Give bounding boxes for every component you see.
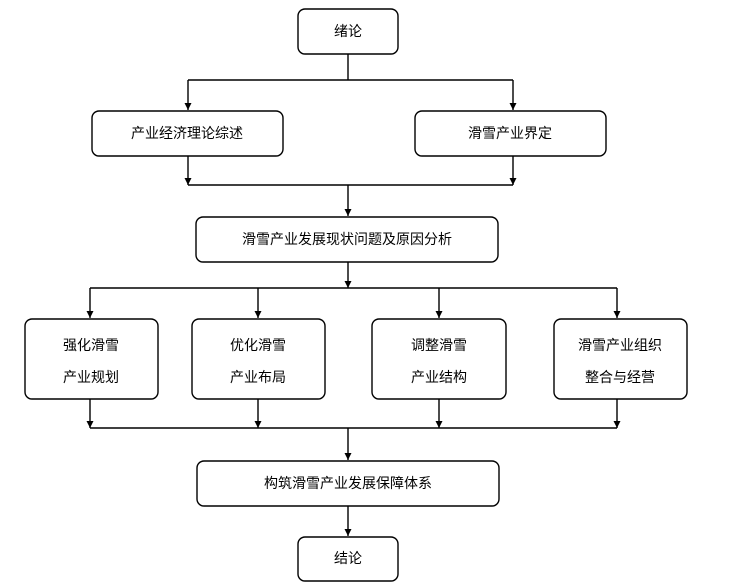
node-intro: 绪论 [297, 8, 399, 55]
node-industry-definition: 滑雪产业界定 [414, 110, 607, 157]
node-strategy-plan-line2: 产业规划 [63, 370, 119, 386]
node-conclusion: 结论 [297, 536, 399, 582]
node-strategy-layout-line2: 产业布局 [230, 370, 286, 386]
node-intro-label: 绪论 [334, 24, 362, 40]
node-guarantee-system: 构筑滑雪产业发展保障体系 [196, 460, 500, 507]
node-strategy-structure-line1: 调整滑雪 [411, 337, 467, 354]
node-strategy-organization: 滑雪产业组织 整合与经营 [553, 318, 688, 400]
node-strategy-organization-line2: 整合与经营 [585, 370, 655, 386]
node-strategy-structure-line2: 产业结构 [411, 370, 467, 386]
node-guarantee-system-label: 构筑滑雪产业发展保障体系 [264, 475, 432, 492]
node-theory-review-label: 产业经济理论综述 [131, 126, 243, 142]
node-strategy-plan-line1: 强化滑雪 [63, 337, 119, 354]
node-status-analysis: 滑雪产业发展现状问题及原因分析 [195, 216, 499, 263]
node-theory-review: 产业经济理论综述 [91, 110, 284, 157]
node-strategy-layout-line1: 优化滑雪 [230, 337, 286, 354]
node-strategy-organization-line1: 滑雪产业组织 [578, 337, 662, 354]
connectors [86, 54, 621, 536]
node-conclusion-label: 结论 [334, 551, 362, 567]
node-strategy-layout: 优化滑雪 产业布局 [191, 318, 326, 400]
node-status-analysis-label: 滑雪产业发展现状问题及原因分析 [242, 231, 452, 248]
node-industry-definition-label: 滑雪产业界定 [468, 125, 552, 142]
node-strategy-structure: 调整滑雪 产业结构 [371, 318, 507, 400]
node-strategy-plan: 强化滑雪 产业规划 [24, 318, 159, 400]
